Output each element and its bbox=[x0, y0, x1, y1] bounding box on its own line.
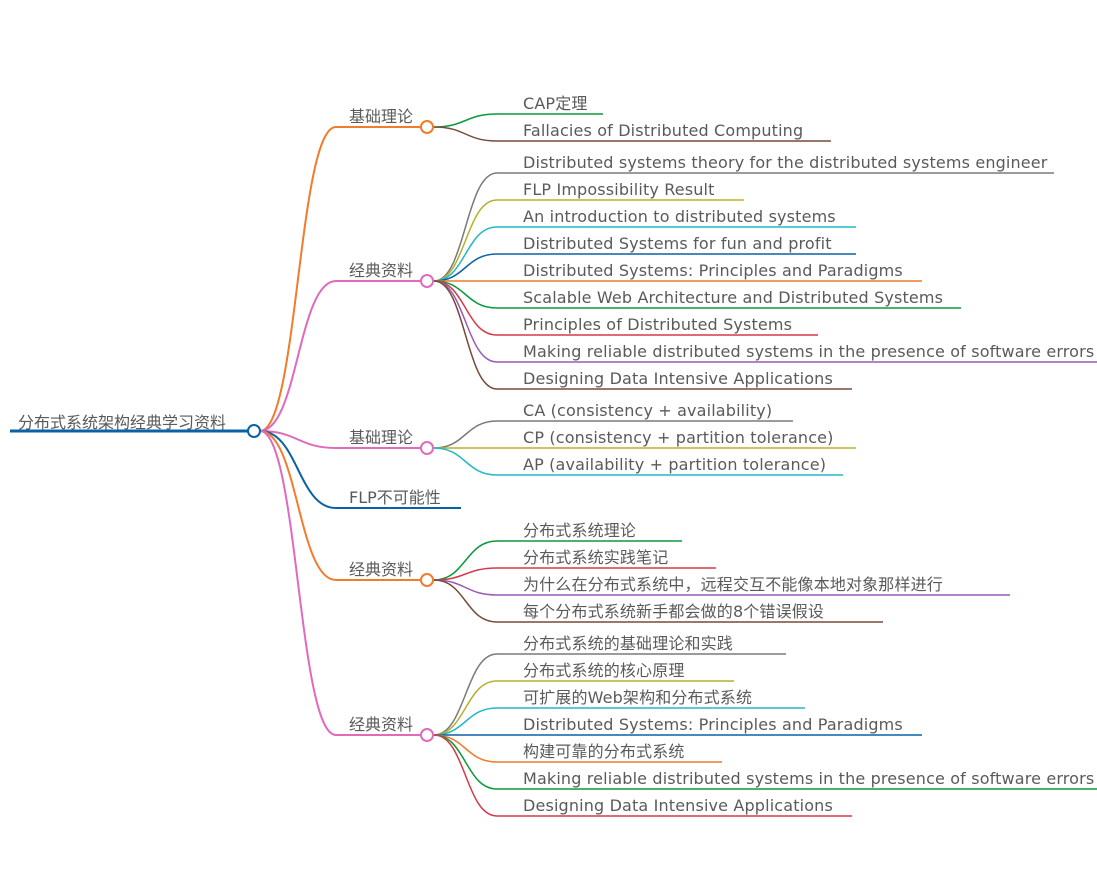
leaf-label: 每个分布式系统新手都会做的8个错误假设 bbox=[523, 602, 824, 621]
leaf-connector bbox=[433, 280, 498, 390]
branch-label: 经典资料 bbox=[349, 560, 413, 579]
branch-collapse-toggle[interactable] bbox=[420, 728, 434, 742]
leaf-connector bbox=[433, 447, 498, 476]
branch-collapse-toggle[interactable] bbox=[420, 120, 434, 134]
leaf-connector bbox=[433, 734, 498, 790]
branch-connector bbox=[259, 126, 337, 432]
branch-connector bbox=[259, 430, 337, 449]
leaf-connector bbox=[433, 113, 498, 128]
branch-collapse-toggle[interactable] bbox=[420, 573, 434, 587]
leaf-connector bbox=[433, 199, 498, 282]
leaf-connector bbox=[433, 579, 498, 623]
leaf-connector bbox=[433, 280, 498, 336]
leaf-label: 分布式系统理论 bbox=[523, 521, 636, 540]
leaf-label: An introduction to distributed systems bbox=[523, 207, 836, 226]
leaf-label: Principles of Distributed Systems bbox=[523, 315, 792, 334]
leaf-label: AP (availability + partition tolerance) bbox=[523, 455, 826, 474]
leaf-label: Making reliable distributed systems in t… bbox=[523, 769, 1094, 788]
branch-collapse-toggle[interactable] bbox=[420, 441, 434, 455]
branch-connector bbox=[259, 430, 337, 736]
leaf-label: CP (consistency + partition tolerance) bbox=[523, 428, 834, 447]
leaf-label: 可扩展的Web架构和分布式系统 bbox=[523, 688, 752, 707]
leaf-connector bbox=[433, 680, 498, 736]
leaf-label: 分布式系统的基础理论和实践 bbox=[523, 634, 733, 653]
leaf-connector bbox=[433, 734, 498, 817]
leaf-label: Scalable Web Architecture and Distribute… bbox=[523, 288, 943, 307]
leaf-label: Designing Data Intensive Applications bbox=[523, 369, 833, 388]
leaf-label: Making reliable distributed systems in t… bbox=[523, 342, 1094, 361]
leaf-connector bbox=[433, 734, 498, 763]
leaf-label: Designing Data Intensive Applications bbox=[523, 796, 833, 815]
branch-label: 经典资料 bbox=[349, 715, 413, 734]
leaf-connector bbox=[433, 420, 498, 449]
branch-connector bbox=[259, 430, 337, 581]
leaf-label: Distributed Systems: Principles and Para… bbox=[523, 715, 903, 734]
root-collapse-toggle[interactable] bbox=[247, 424, 261, 438]
leaf-connector bbox=[433, 540, 498, 581]
leaf-label: Distributed Systems for fun and profit bbox=[523, 234, 832, 253]
leaf-connector bbox=[433, 653, 498, 736]
leaf-connector bbox=[433, 126, 498, 142]
leaf-label: 分布式系统实践笔记 bbox=[523, 548, 668, 567]
branch-label: 基础理论 bbox=[349, 428, 413, 447]
branch-label: 经典资料 bbox=[349, 261, 413, 280]
leaf-label: Distributed systems theory for the distr… bbox=[523, 153, 1048, 172]
leaf-connector bbox=[433, 172, 498, 282]
root-label: 分布式系统架构经典学习资料 bbox=[18, 413, 226, 432]
branch-label: FLP不可能性 bbox=[349, 488, 441, 507]
leaf-connector bbox=[433, 280, 498, 363]
leaf-label: Distributed Systems: Principles and Para… bbox=[523, 261, 903, 280]
leaf-label: 为什么在分布式系统中，远程交互不能像本地对象那样进行 bbox=[523, 575, 943, 594]
leaf-label: Fallacies of Distributed Computing bbox=[523, 121, 803, 140]
leaf-label: CAP定理 bbox=[523, 94, 588, 113]
branch-connector bbox=[259, 280, 337, 432]
branch-label: 基础理论 bbox=[349, 107, 413, 126]
leaf-label: 构建可靠的分布式系统 bbox=[523, 742, 685, 761]
leaf-label: FLP Impossibility Result bbox=[523, 180, 715, 199]
leaf-connector bbox=[433, 253, 498, 282]
leaf-label: 分布式系统的核心原理 bbox=[523, 661, 685, 680]
connector-layer bbox=[10, 113, 1097, 817]
leaf-connector bbox=[433, 707, 498, 736]
branch-collapse-toggle[interactable] bbox=[420, 274, 434, 288]
branch-connector bbox=[259, 430, 337, 509]
leaf-label: CA (consistency + availability) bbox=[523, 401, 772, 420]
leaf-connector bbox=[433, 226, 498, 282]
